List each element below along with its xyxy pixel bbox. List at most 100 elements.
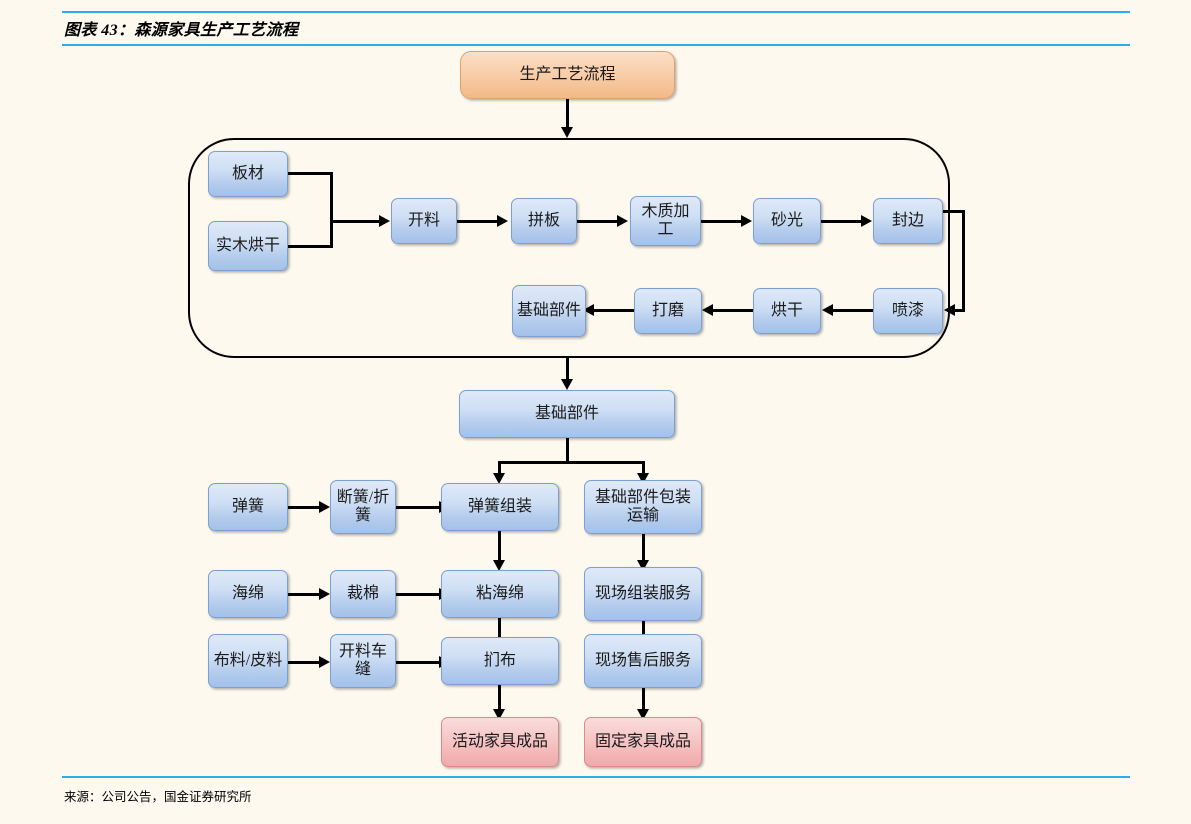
connector-merge-to-cutting	[330, 220, 380, 223]
node-solid-wood-drying[interactable]: 实木烘干	[208, 221, 288, 271]
node-label: 现场组装服务	[594, 585, 691, 603]
node-upholstery[interactable]: 扪布	[441, 637, 559, 685]
connector-root-to-stage	[566, 99, 569, 129]
node-spring[interactable]: 弹簧	[208, 483, 288, 531]
connector-woodwork-to-sanding	[701, 220, 743, 223]
connector-after-sales-down	[642, 688, 645, 711]
arrow-fabric-to-sewing	[319, 656, 330, 668]
node-sponge-gluing[interactable]: 粘海绵	[441, 570, 559, 618]
connector-sponge-to-cutting	[288, 593, 321, 596]
node-spring-assembly[interactable]: 弹簧组装	[441, 483, 559, 531]
connector-spring-assembly-down	[498, 531, 501, 562]
arrow-stage-to-hub	[560, 379, 573, 390]
arrow-packaging-down	[637, 560, 649, 571]
node-label: 板材	[231, 165, 264, 183]
node-onsite-assembly-service[interactable]: 现场组装服务	[584, 567, 702, 621]
connector-packaging-down	[642, 534, 645, 562]
node-edge-banding[interactable]: 封边	[873, 198, 943, 244]
connector-painting-to-drying	[833, 309, 873, 312]
connector-drying-out	[288, 245, 333, 248]
node-label: 拼板	[527, 212, 560, 230]
node-label: 喷漆	[891, 302, 924, 320]
arrow-sponge-to-cutting	[319, 588, 330, 600]
arrow-panel-to-woodwork	[617, 215, 628, 227]
node-label: 开料车缝	[338, 643, 387, 678]
connector-sanding-to-edging	[821, 220, 863, 223]
connector-hub-left-branch	[498, 461, 501, 475]
node-label: 基础部件包装运输	[594, 489, 691, 524]
arrow-after-sales-down	[637, 709, 649, 720]
connector-cut-to-assembly	[396, 506, 441, 509]
node-label: 砂光	[770, 212, 803, 230]
node-cutting-sewing[interactable]: 开料车缝	[330, 634, 396, 688]
connector-stage-to-hub	[566, 357, 569, 381]
node-painting[interactable]: 喷漆	[873, 288, 943, 334]
wood-process-container	[188, 138, 950, 358]
node-label: 布料/皮料	[213, 652, 283, 670]
header-rule-top	[62, 11, 1130, 13]
arrow-spring-assembly-down	[493, 560, 505, 571]
arrow-into-painting	[944, 304, 955, 316]
node-label: 打磨	[651, 302, 684, 320]
node-sponge[interactable]: 海绵	[208, 570, 288, 618]
node-cotton-cutting[interactable]: 裁棉	[330, 570, 396, 618]
node-spring-cut-bend[interactable]: 断簧/折簧	[330, 480, 396, 534]
connector-hub-split	[498, 461, 645, 464]
node-sanding[interactable]: 砂光	[753, 198, 821, 244]
node-label: 粘海绵	[475, 585, 524, 603]
connector-edging-right	[943, 210, 965, 213]
node-label: 烘干	[770, 302, 803, 320]
node-base-component-packaging[interactable]: 基础部件包装运输	[584, 480, 702, 534]
node-onsite-after-sales-service[interactable]: 现场售后服务	[584, 634, 702, 688]
arrow-hub-to-spring-assembly	[493, 473, 505, 484]
connector-upholstery-down	[498, 685, 501, 711]
node-polishing[interactable]: 打磨	[634, 288, 702, 334]
node-cutting[interactable]: 开料	[391, 198, 457, 244]
node-base-component-stage[interactable]: 基础部件	[512, 285, 586, 337]
node-label: 实木烘干	[215, 237, 280, 255]
node-label: 封边	[891, 212, 924, 230]
connector-hub-down	[566, 438, 569, 463]
arrow-drying-to-polishing	[702, 304, 713, 316]
connector-board-out	[288, 172, 333, 175]
node-fixed-furniture-product[interactable]: 固定家具成品	[584, 717, 702, 767]
node-base-component-hub[interactable]: 基础部件	[459, 390, 675, 438]
node-wood-processing[interactable]: 木质加工	[630, 196, 701, 246]
connector-into-painting	[955, 309, 965, 312]
connector-drying-to-polishing	[713, 309, 753, 312]
node-label: 生产工艺流程	[519, 66, 616, 84]
node-label: 海绵	[231, 585, 264, 603]
footer-rule	[62, 776, 1130, 778]
node-board-material[interactable]: 板材	[208, 151, 288, 197]
node-label: 木质加工	[641, 203, 690, 238]
node-label: 基础部件	[516, 302, 581, 320]
node-drying[interactable]: 烘干	[753, 288, 821, 334]
arrow-painting-to-drying	[822, 304, 833, 316]
node-label: 活动家具成品	[451, 733, 548, 751]
arrow-spring-to-cut	[319, 501, 330, 513]
connector-hub-right-branch	[642, 461, 645, 475]
node-panel-joining[interactable]: 拼板	[511, 198, 577, 244]
node-label: 扪布	[483, 652, 516, 670]
connector-sewing-to-upholstery	[396, 661, 441, 664]
node-label: 基础部件	[534, 405, 599, 423]
node-fabric-leather[interactable]: 布料/皮料	[208, 634, 288, 688]
connector-panel-to-woodwork	[577, 220, 619, 223]
node-production-process[interactable]: 生产工艺流程	[460, 51, 675, 99]
connector-cutting-to-panel	[457, 220, 499, 223]
source-note: 来源：公司公告，国金证券研究所	[64, 790, 252, 804]
arrow-woodwork-to-sanding	[741, 215, 752, 227]
connector-merge-vertical	[330, 172, 333, 248]
connector-polishing-to-base	[594, 309, 634, 312]
arrow-merge-to-cutting	[379, 215, 390, 227]
node-label: 固定家具成品	[594, 733, 691, 751]
node-label: 裁棉	[346, 585, 379, 603]
connector-fabric-to-sewing	[288, 661, 321, 664]
connector-cutting-to-gluing	[396, 593, 441, 596]
page-title: 图表 43：森源家具生产工艺流程	[64, 22, 299, 39]
node-movable-furniture-product[interactable]: 活动家具成品	[441, 717, 559, 767]
connector-spring-to-cut	[288, 506, 321, 509]
node-label: 弹簧	[231, 498, 264, 516]
arrow-root-to-stage	[560, 127, 573, 138]
